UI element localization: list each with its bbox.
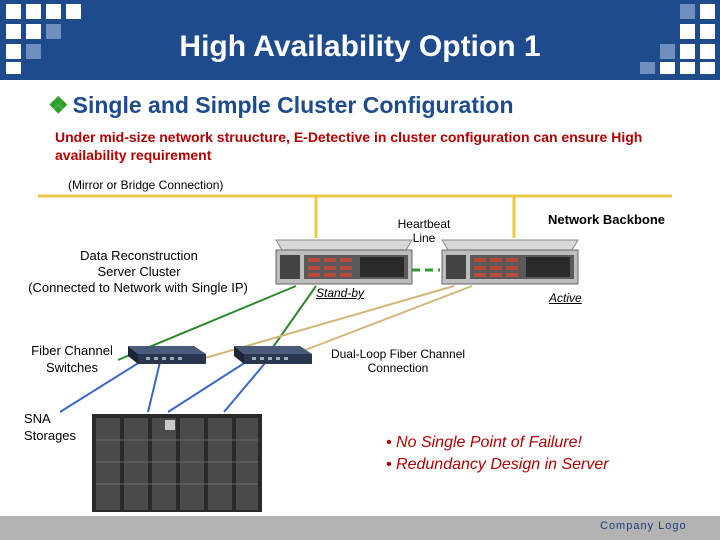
subtitle: ❖Single and Simple Cluster Configuration (48, 92, 514, 119)
cluster-label-line2: (Connected to Network with Single IP) (28, 280, 248, 295)
header-square (680, 24, 695, 39)
fiber-line (59, 361, 141, 413)
cluster-label: Data Reconstruction Server Cluster (34, 248, 244, 280)
header-square (6, 4, 21, 19)
header-square (6, 24, 21, 39)
fiber-line (147, 361, 161, 413)
header-square (6, 62, 21, 74)
header-square (46, 24, 61, 39)
company-logo: Company Logo (600, 520, 687, 532)
header-square (26, 4, 41, 19)
cluster-label-line1: Data Reconstruction Server Cluster (80, 248, 198, 279)
switch-icon (128, 346, 206, 364)
network-backbone-label: Network Backbone (548, 212, 666, 227)
diamond-bullet-icon: ❖ (48, 92, 69, 118)
header-square (46, 4, 61, 19)
footer-bar (0, 516, 720, 540)
slide-title: High Availability Option 1 (179, 30, 541, 63)
fiber-line (223, 361, 267, 413)
notes-list: • No Single Point of Failure! • Redundan… (386, 432, 609, 476)
header-square (26, 24, 41, 39)
header-square (660, 62, 675, 74)
server-icon (441, 239, 579, 285)
header-bar (0, 0, 720, 80)
header-square (700, 62, 715, 74)
header-square (680, 44, 695, 59)
storage-label: SNA Storages (24, 411, 77, 443)
heartbeat-label: Heartbeat Line (397, 217, 451, 245)
fiber-line (299, 285, 473, 353)
server-icon (275, 239, 413, 285)
header-square (680, 4, 695, 19)
header-square (680, 62, 695, 74)
header-square (66, 4, 81, 19)
note-item: • Redundancy Design in Server (386, 456, 609, 473)
subtitle-text: Single and Simple Cluster Configuration (72, 92, 514, 118)
header-square (26, 44, 41, 59)
fiber-switch-label: Fiber Channel Switches (31, 343, 113, 375)
header-square (700, 44, 715, 59)
switch-icon (234, 346, 312, 364)
header-square (6, 44, 21, 59)
header-square (640, 62, 655, 74)
header-square (700, 24, 715, 39)
header-square (700, 4, 715, 19)
storage-rack-icon (92, 414, 262, 512)
connection-label: (Mirror or Bridge Connection) (68, 178, 224, 192)
fiber-line (167, 361, 247, 413)
active-label: Active (549, 291, 582, 305)
standby-label: Stand-by (316, 286, 365, 300)
note-item: • No Single Point of Failure! (386, 434, 582, 451)
header-square (660, 44, 675, 59)
description: Under mid-size network struucture, E-Det… (55, 129, 643, 163)
dual-loop-label: Dual-Loop Fiber Channel Connection (330, 347, 466, 375)
